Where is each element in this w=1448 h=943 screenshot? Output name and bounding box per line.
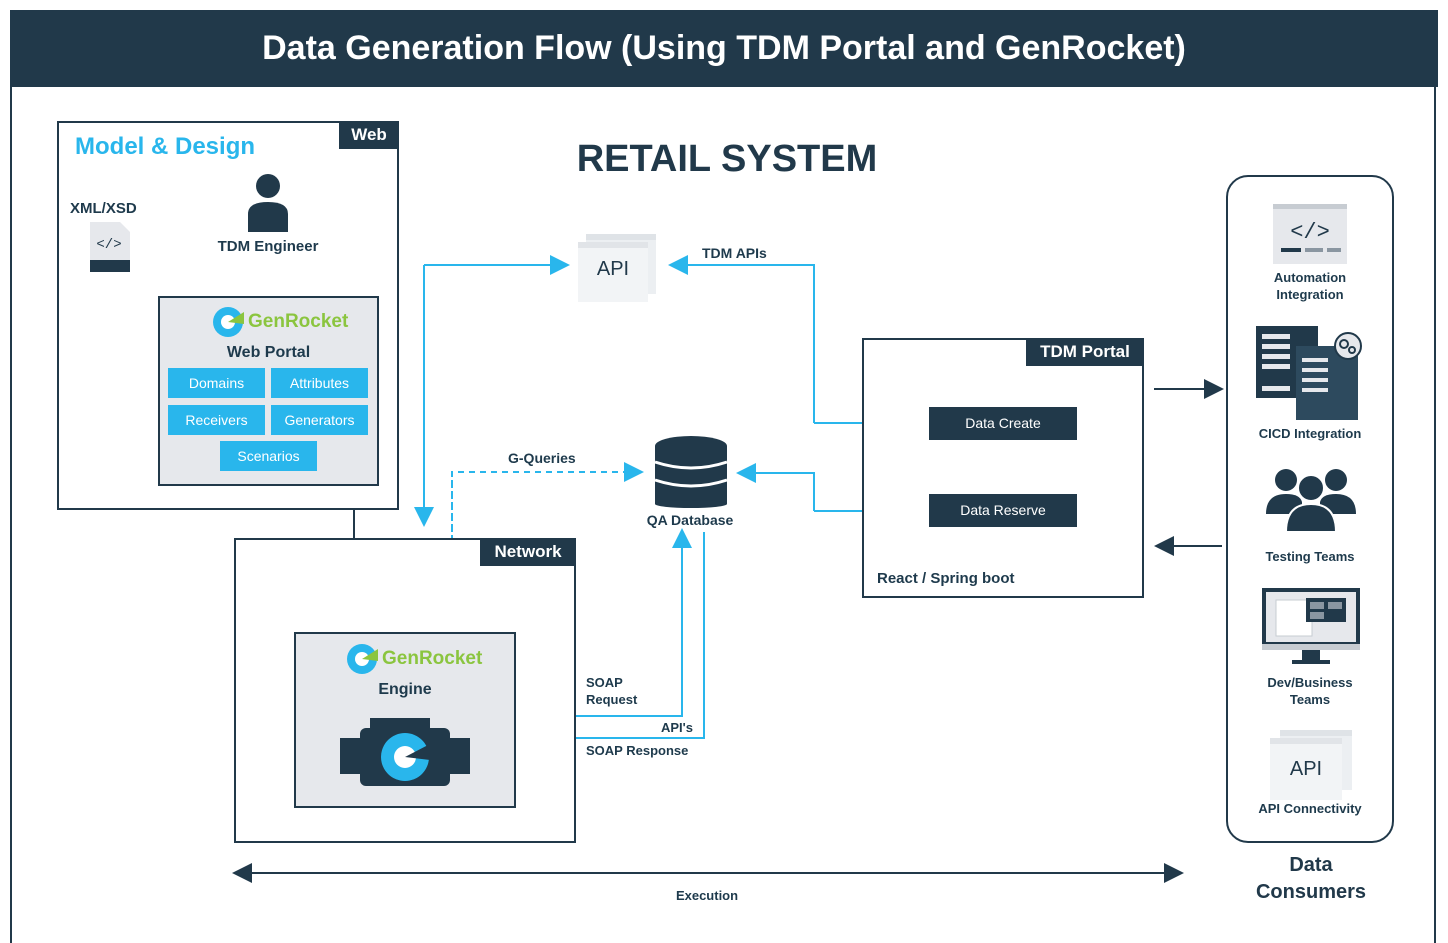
database-icon (654, 436, 728, 508)
receivers-button[interactable]: Receivers (168, 405, 265, 435)
data-consumers-title: Data Consumers (1255, 854, 1367, 903)
attributes-button[interactable]: Attributes (271, 368, 368, 398)
genrocket-logo: GenRocket (212, 306, 348, 338)
domains-button[interactable]: Domains (168, 368, 265, 398)
qa-database-label: QA Database (646, 512, 734, 528)
execution-label: Execution (675, 888, 739, 903)
web-tag: Web (339, 121, 399, 149)
genrocket-engine-logo-icon (347, 644, 378, 674)
tdm-apis-arrow (668, 255, 815, 423)
soap-response-label: SOAP Response (586, 743, 689, 758)
network-tag: Network (480, 538, 576, 566)
scenarios-button[interactable]: Scenarios (220, 441, 317, 471)
web-portal-title: Web Portal (226, 344, 311, 361)
soap-request-arrow (526, 528, 692, 717)
xml-file-icon: </> (90, 222, 130, 272)
g-queries-label: G-Queries (508, 450, 576, 466)
page-title: Data Generation Flow (Using TDM Portal a… (10, 10, 1438, 87)
code-monitor-icon: </> (1273, 204, 1347, 264)
data-consumers-panel (1226, 175, 1394, 843)
api-connectivity-label: API Connectivity (1258, 801, 1362, 816)
data-create-button[interactable]: Data Create (929, 407, 1077, 440)
data-reserve-button[interactable]: Data Reserve (929, 494, 1077, 527)
react-spring-label: React / Spring boot (877, 570, 1015, 587)
model-design-heading: Model & Design (75, 133, 256, 160)
tdm-engineer-icon (248, 174, 288, 232)
genrocket-engine-logo: GenRocket (346, 643, 482, 675)
api-window-icon: API (578, 234, 656, 302)
engine-icon (340, 718, 470, 786)
api-connectivity-icon: API (1270, 730, 1352, 800)
tdm-apis-label: TDM APIs (702, 245, 767, 261)
desktop-monitor-icon (1262, 588, 1360, 664)
tdm-engineer-label: TDM Engineer (217, 238, 319, 255)
dev-business-teams-label: Dev/Business Teams (1267, 675, 1353, 707)
genrocket-engine-brand: GenRocket (382, 648, 483, 669)
tdm-portal-tag: TDM Portal (1026, 338, 1144, 366)
genrocket-brand: GenRocket (248, 311, 349, 332)
generators-button[interactable]: Generators (271, 405, 368, 435)
team-icon (1266, 469, 1356, 532)
tdm-portal-box (862, 338, 1144, 598)
retail-system-heading: RETAIL SYSTEM (576, 138, 878, 180)
api-text: API (596, 258, 630, 280)
soap-request-label: SOAP Request (586, 675, 638, 707)
apis-label: API's (661, 720, 693, 735)
diagram-frame (10, 87, 1436, 943)
automation-integration-label: Automation Integration (1273, 270, 1347, 302)
soap-response-arrow (524, 532, 705, 748)
genrocket-logo-icon (213, 307, 244, 337)
xml-xsd-label: XML/XSD (70, 200, 137, 217)
api-connectivity-text: API (1289, 758, 1323, 780)
to-database-arrow (736, 463, 815, 511)
engine-title: Engine (378, 681, 432, 698)
testing-teams-label: Testing Teams (1265, 549, 1355, 564)
server-rack-icon (1256, 326, 1362, 420)
svg-text:</>: </> (1290, 220, 1330, 245)
svg-text:</>: </> (96, 237, 121, 253)
cicd-integration-label: CICD Integration (1258, 426, 1362, 441)
